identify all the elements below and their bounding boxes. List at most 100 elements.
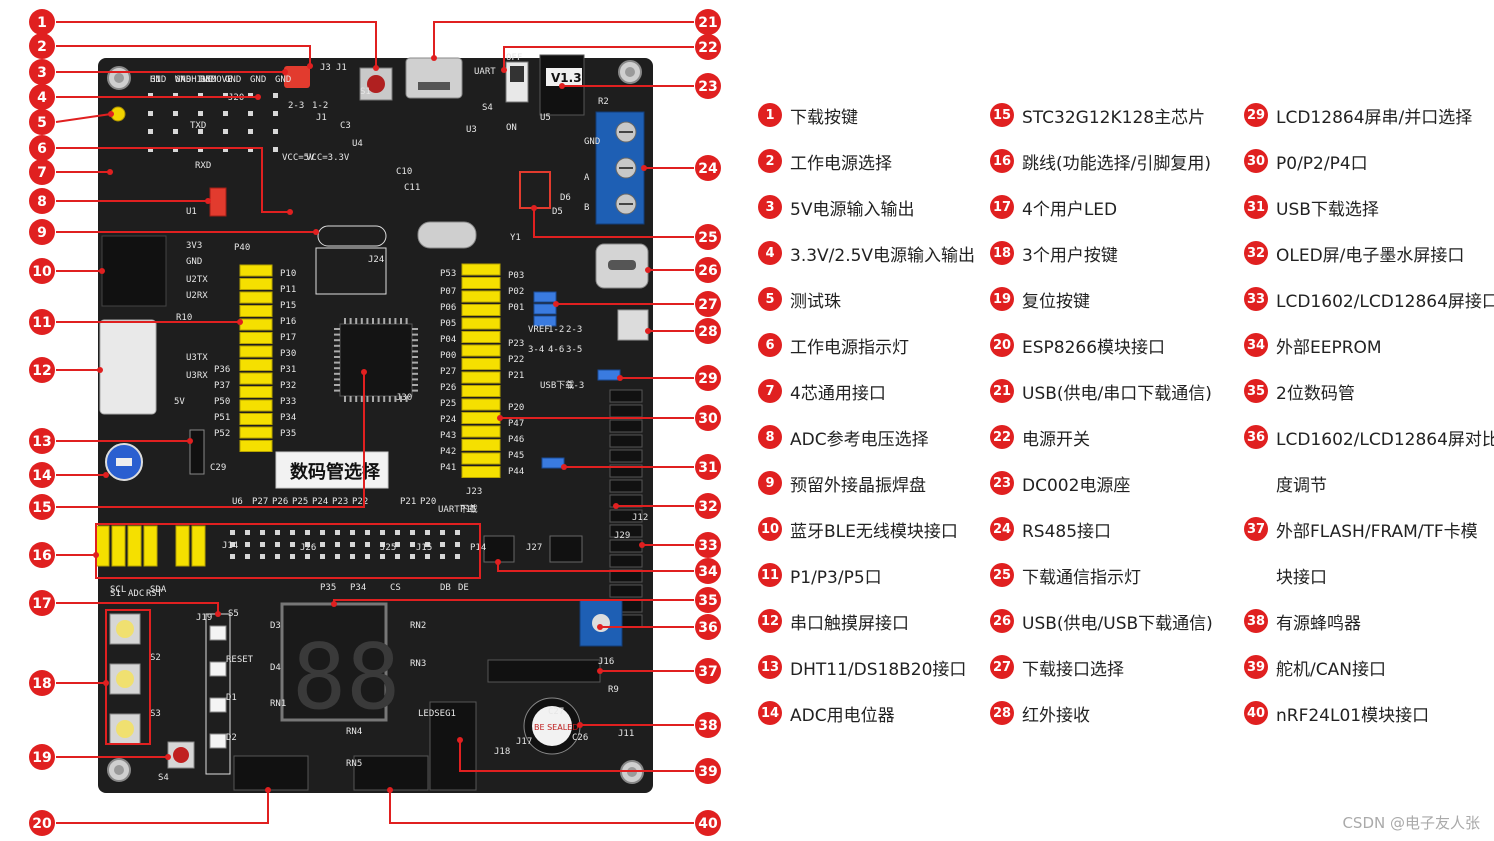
- callout-badge-number: 19: [32, 750, 51, 766]
- silkscreen-label: R2: [598, 97, 609, 107]
- chip-pin: [349, 396, 352, 402]
- jumper-header-pin: [395, 554, 400, 559]
- legend-item-number: 5: [758, 287, 782, 311]
- callout-badge: [695, 558, 721, 584]
- legend-item-label: 3.3V/2.5V电源输入输出: [790, 245, 976, 266]
- callout-line-end: [501, 67, 507, 73]
- legend-item-number: 1: [758, 103, 782, 127]
- legend-item-number: 16: [990, 149, 1014, 173]
- jumper-header-pin: [320, 530, 325, 535]
- callout-badge-number: 11: [32, 315, 51, 331]
- legend-item-number: 36: [1244, 425, 1268, 449]
- silkscreen-label: TXD: [190, 121, 206, 131]
- silkscreen-label: J1: [316, 113, 327, 123]
- legend-item-label: ADC参考电压选择: [790, 429, 929, 450]
- chip-pin: [334, 328, 340, 330]
- legend-item-number: 37: [1244, 517, 1268, 541]
- header-yellow-left: [239, 413, 273, 425]
- legend-item-number: 24: [990, 517, 1014, 541]
- callout-badge: [695, 614, 721, 640]
- header-yellow-left: [239, 264, 273, 277]
- callout-badge: [695, 155, 721, 181]
- callout-badge-number: 9: [37, 225, 47, 241]
- silkscreen-label: P01: [508, 303, 524, 313]
- chip-pin: [394, 318, 397, 324]
- callout-line-end: [93, 552, 99, 558]
- top-header-pin: [223, 129, 228, 134]
- legend-item-label: P0/P2/P4口: [1276, 153, 1368, 174]
- silkscreen-label: P34: [280, 413, 296, 423]
- header-yellow-right: [461, 277, 501, 289]
- legend-item-number: 6: [758, 333, 782, 357]
- potentiometer-slot: [116, 458, 132, 466]
- jumper-header-pin: [380, 542, 385, 547]
- buzzer-label: BE SEALED: [534, 723, 578, 732]
- jumper-cap: [191, 525, 206, 567]
- servo-header: [429, 701, 477, 791]
- jumper-header-pin: [245, 530, 250, 535]
- callout-badge-number: 1: [37, 15, 47, 31]
- callout-badge-number: 24: [698, 161, 718, 177]
- silkscreen-label: GND: [186, 257, 202, 267]
- top-header-pin: [173, 129, 178, 134]
- legend-item-number: 25: [990, 563, 1014, 587]
- silkscreen-label: U1: [186, 207, 197, 217]
- silkscreen-label: P35: [280, 429, 296, 439]
- silkscreen-label: P16: [280, 317, 296, 327]
- legend-item-label: 舵机/CAN接口: [1276, 659, 1386, 680]
- callout-line-end: [617, 375, 623, 381]
- silkscreen-label: OFF: [506, 53, 522, 63]
- seg-select-box: [275, 451, 389, 489]
- chip-pin: [372, 318, 374, 324]
- silkscreen-label: D2: [226, 733, 237, 743]
- chip-pin: [344, 396, 346, 402]
- legend-item-label: P1/P3/P5口: [790, 567, 882, 588]
- user-button-cap: [116, 720, 134, 738]
- silkscreen-label: P27: [252, 497, 268, 507]
- callout-line: [56, 21, 377, 68]
- jumper-header-pin: [425, 542, 430, 547]
- legend-item-number: 3: [758, 195, 782, 219]
- legend-item-label: 3个用户按键: [1022, 245, 1118, 266]
- callout-line: [56, 372, 365, 508]
- top-header-pin: [148, 129, 153, 134]
- callout-line-end: [639, 542, 645, 548]
- callout-line-end: [497, 415, 503, 421]
- callout-badge: [29, 109, 55, 135]
- callout-line-end: [645, 267, 651, 273]
- callout-line-end: [255, 94, 261, 100]
- silkscreen-label: D4: [270, 663, 281, 673]
- silkscreen-label: J27: [526, 543, 542, 553]
- silkscreen-label: R10: [176, 313, 192, 323]
- silkscreen-label: P52: [214, 429, 230, 439]
- legend-item-number: 35: [1244, 379, 1268, 403]
- silkscreen-label: GND: [150, 75, 166, 85]
- chip-pin: [412, 367, 418, 370]
- top-header-pin: [273, 129, 278, 134]
- jumper-header-pin: [425, 530, 430, 535]
- eeprom-chip-2: [549, 535, 583, 563]
- jumper-header-pin: [410, 530, 415, 535]
- header-yellow-right: [461, 412, 501, 424]
- callout-line-end: [331, 601, 337, 607]
- callout-line-end: [205, 198, 211, 204]
- silkscreen-label: P23: [332, 497, 348, 507]
- header-yellow-right: [461, 371, 501, 384]
- chip-pin: [383, 318, 386, 324]
- silkscreen-label: P43: [440, 431, 456, 441]
- user-led: [209, 661, 227, 677]
- chip-pin: [334, 333, 340, 336]
- silkscreen-label: 1-2: [312, 101, 328, 111]
- silkscreen-label: P37: [214, 381, 230, 391]
- callout-line-end: [99, 268, 105, 274]
- silkscreen-label: S1: [360, 87, 371, 97]
